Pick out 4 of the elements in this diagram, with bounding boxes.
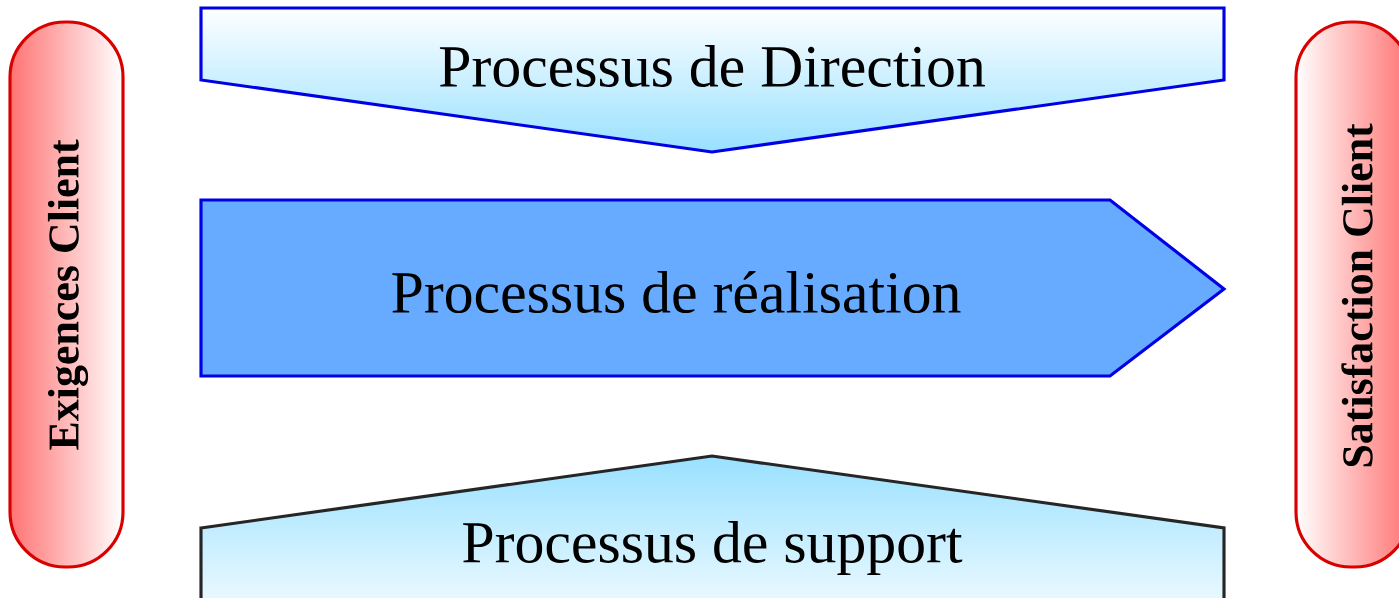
requirement-pill: Exigences Client [8, 20, 125, 569]
satisfaction-pill: Satisfaction Client [1294, 20, 1399, 569]
process-chevron: Processus de Direction [199, 6, 1226, 154]
process-chevron: Processus de support [199, 454, 1226, 598]
